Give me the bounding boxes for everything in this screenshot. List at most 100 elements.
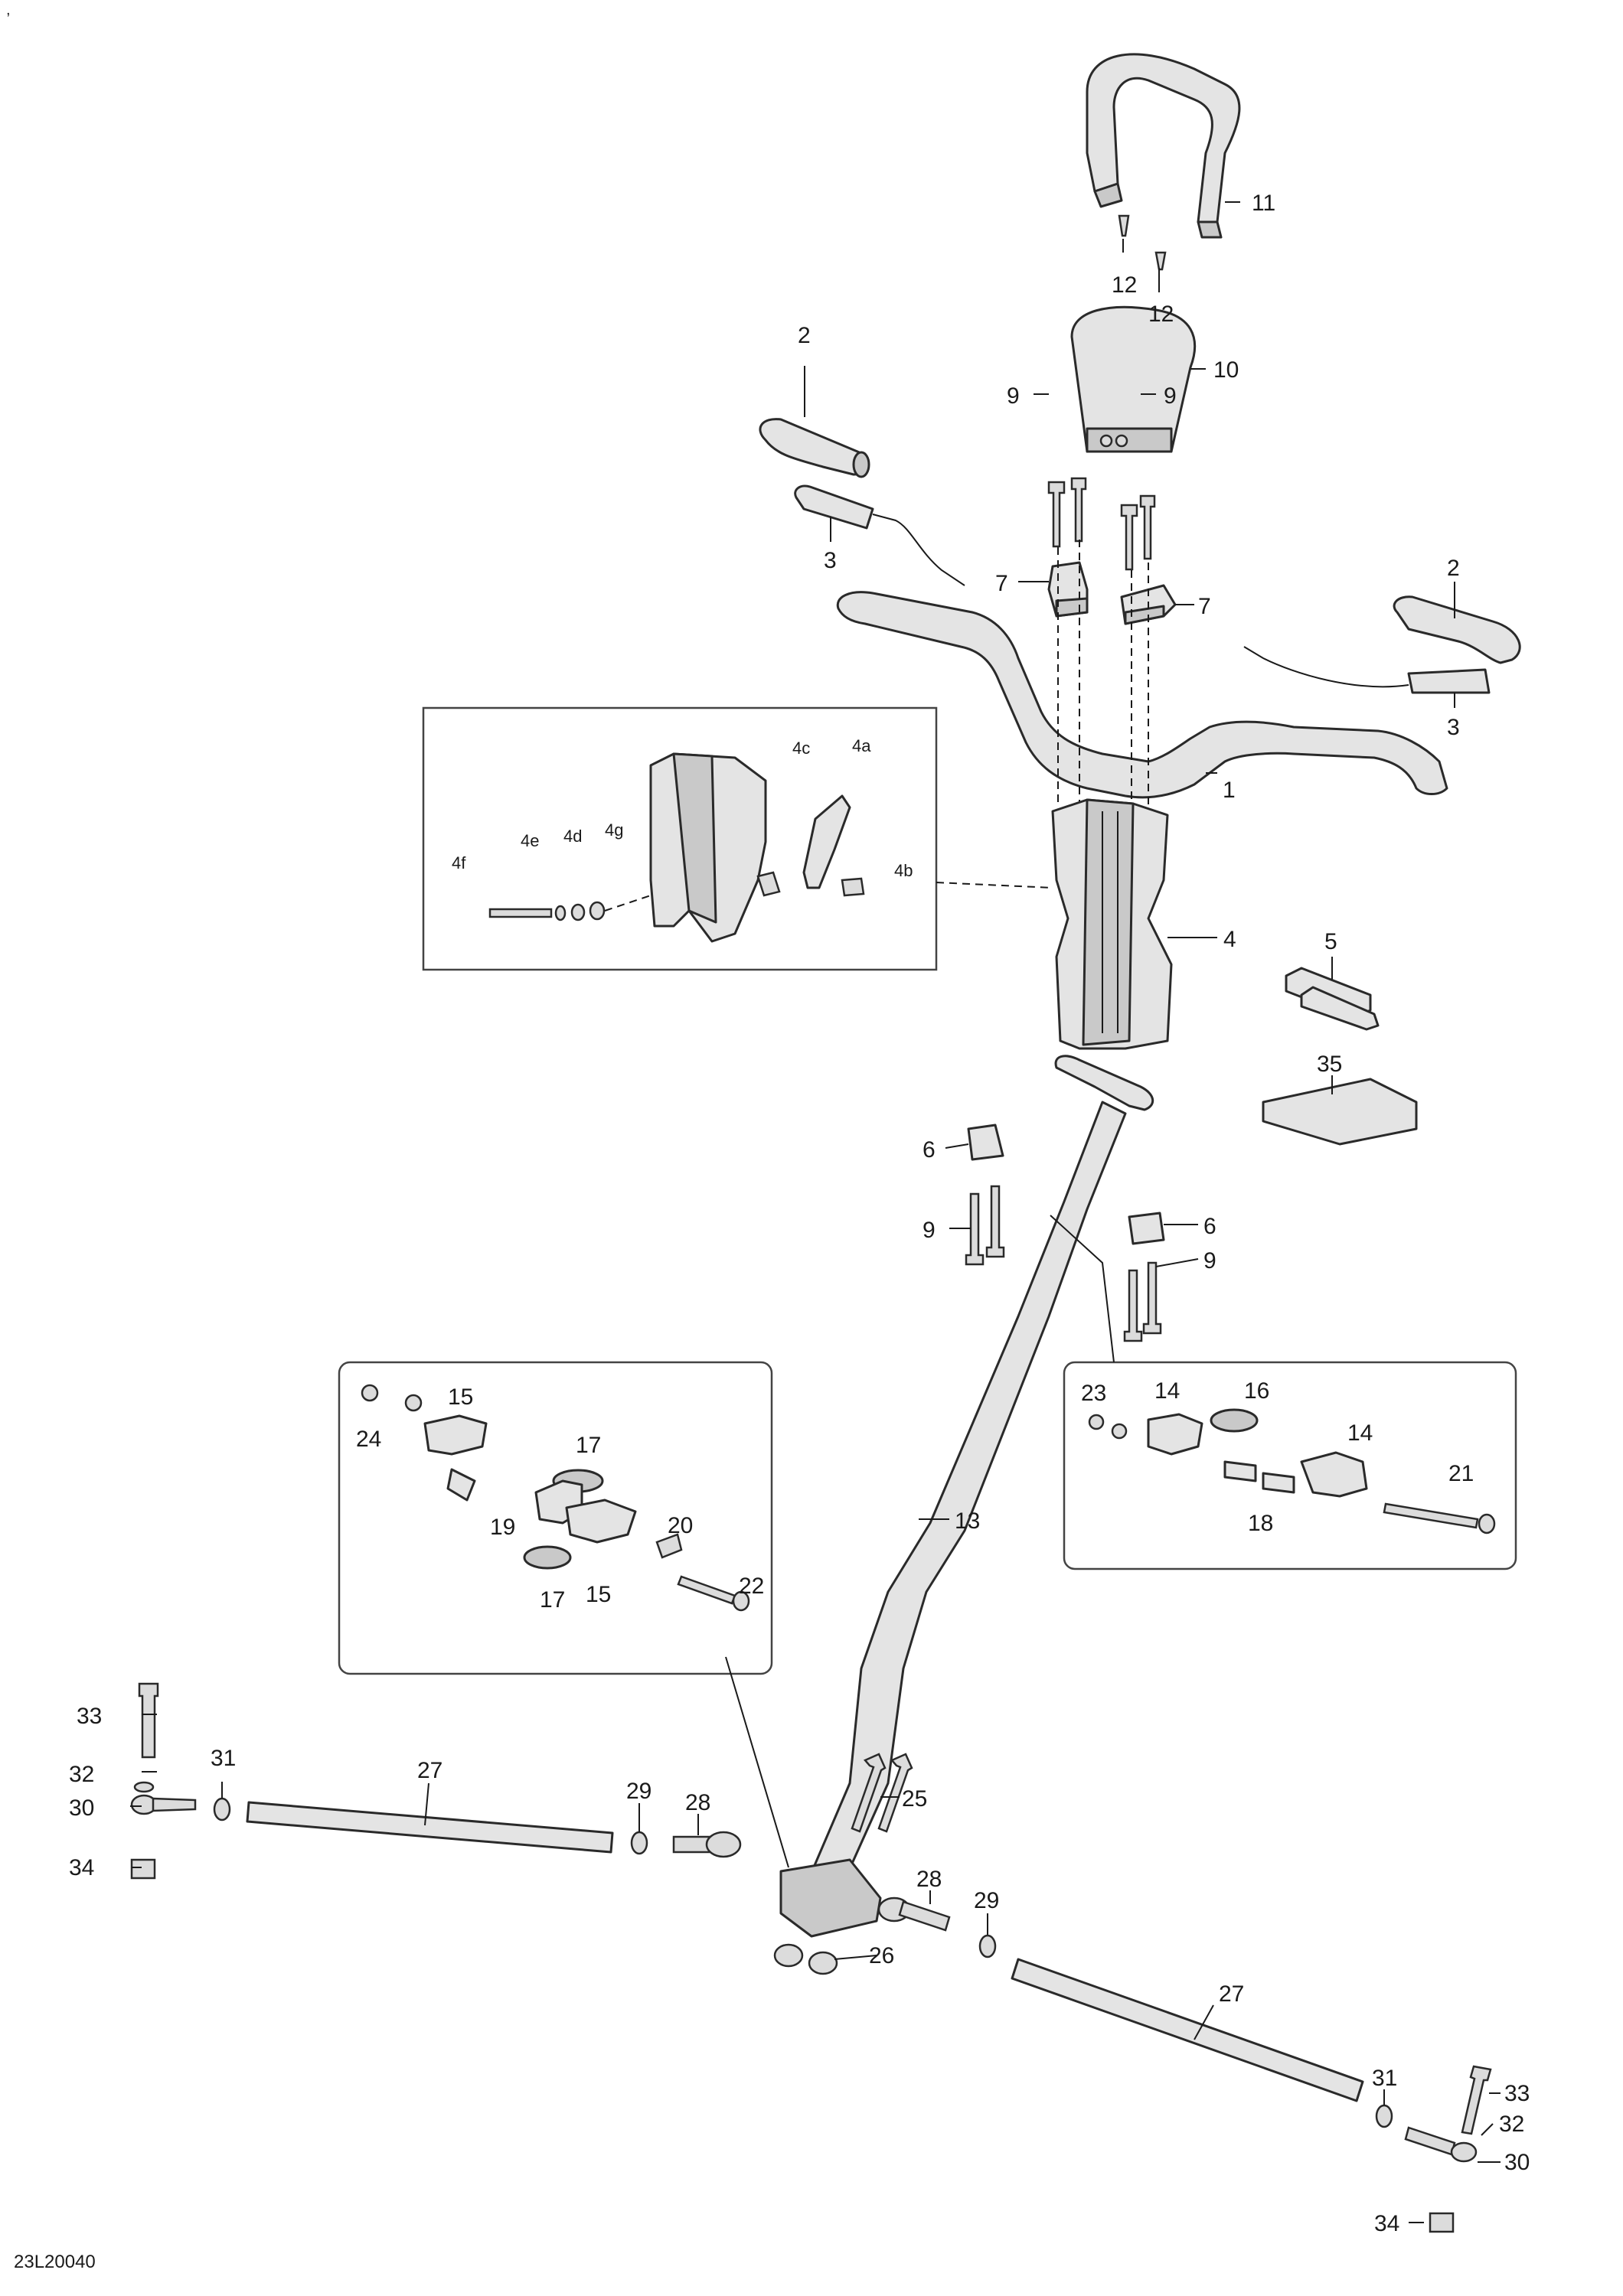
callout-4d: 4d [563,827,582,846]
callout-25: 25 [902,1786,927,1812]
callout-4f: 4f [452,853,466,872]
detail-box-4 [422,706,1053,971]
part-1-handlebar [836,591,1448,799]
callout-15-bottom: 15 [586,1582,611,1607]
leader-lines [130,201,1501,2223]
callout-12-left: 12 [1112,272,1137,298]
callout-7-right: 7 [1198,594,1211,619]
part-29-right-jam-nut [978,1934,997,1958]
part-25-bolts [851,1753,913,1833]
callout-35: 35 [1317,1052,1342,1077]
callout-15-top: 15 [448,1384,473,1410]
callout-5: 5 [1324,929,1337,954]
callout-4: 4 [1223,927,1236,952]
callout-31-left: 31 [211,1746,236,1771]
part-2-left-grip [759,418,870,478]
callout-2-right: 2 [1447,556,1460,581]
callout-24: 24 [356,1427,381,1452]
callout-14-left: 14 [1154,1378,1180,1404]
callout-1: 1 [1223,778,1236,803]
callout-21: 21 [1448,1461,1474,1486]
callout-14-right: 14 [1347,1420,1373,1446]
part-3-left-throttle [794,484,965,586]
callout-4e: 4e [521,831,539,850]
part-12-screws [1118,214,1167,271]
part-5-clips [1285,967,1380,1031]
callout-9-upper-left: 9 [1007,383,1020,409]
part-7-upper-clamp-left [1047,561,1089,618]
callout-29-right: 29 [974,1888,999,1913]
callout-9-upper-right: 9 [1164,383,1177,409]
callout-30-right: 30 [1504,2150,1530,2175]
part-9-upper-bolts [1047,477,1156,571]
callout-6-left: 6 [923,1137,936,1163]
part-28-left-inner-end [672,1831,742,1858]
callout-22: 22 [739,1574,764,1599]
part-3-right-throttle [1243,646,1491,694]
part-28-right-inner-end [877,1896,951,1932]
part-35-plate [1262,1078,1418,1146]
callout-6-right: 6 [1203,1214,1216,1239]
callout-30-left: 30 [69,1795,94,1821]
part-34-right-nut [1429,2212,1455,2233]
callout-3-right: 3 [1447,715,1460,740]
part-31-right-jam-nut [1375,2104,1393,2128]
part-33-left-bolt [138,1682,159,1759]
callout-17-top: 17 [576,1433,601,1458]
part-9-lower-bolts [965,1185,1162,1342]
callout-23: 23 [1081,1381,1106,1406]
callout-2-left: 2 [798,323,811,348]
callout-17-bottom: 17 [540,1587,565,1613]
part-34-left-nut [130,1858,156,1880]
callout-32-left: 32 [69,1762,94,1787]
reference-code: 23L20040 [14,2252,96,2272]
callout-19: 19 [490,1515,515,1540]
part-33-right-bolt [1461,2065,1492,2135]
callout-3-left: 3 [824,548,837,573]
callout-28-left: 28 [685,1790,710,1815]
part-29-left-jam-nut [630,1831,648,1855]
part-26-nuts [773,1943,838,1975]
callout-4g: 4g [605,820,623,840]
callout-31-right: 31 [1372,2066,1397,2091]
callout-labels: 11 12 12 10 2 3 9 9 7 7 2 3 1 4 5 35 6 6… [69,191,1530,2236]
part-30-left-rod-end [130,1781,197,1815]
callout-34-right: 34 [1374,2211,1399,2236]
part-27-right-tie-rod [1011,1958,1364,2102]
callout-4b: 4b [894,861,913,880]
part-27-left-tie-rod [246,1801,614,1854]
part-31-left-jam-nut [213,1797,231,1821]
part-11-grab-handle [1086,53,1241,239]
callout-32-right: 32 [1499,2112,1524,2137]
callout-10: 10 [1213,357,1239,383]
corner-mark: , [6,2,11,18]
callout-27-right: 27 [1219,1981,1244,2007]
part-6-lower-clamps [967,1124,1165,1245]
callout-12-right: 12 [1148,302,1174,327]
callout-11: 11 [1252,191,1275,216]
detail-box-left [338,1361,773,1675]
callout-4c: 4c [792,739,810,758]
part-4-riser [1051,798,1173,1050]
callout-26: 26 [869,1943,894,1968]
callout-28-right: 28 [916,1867,942,1892]
callout-7-left: 7 [995,571,1008,596]
callout-9-lower-right: 9 [1203,1248,1216,1274]
callout-13: 13 [955,1508,980,1534]
callout-33-left: 33 [77,1704,102,1729]
callout-29-left: 29 [626,1779,651,1804]
part-2-right-grip [1393,595,1521,664]
callout-27-left: 27 [417,1758,442,1783]
callout-20: 20 [668,1513,693,1538]
callout-4a: 4a [852,736,871,755]
callout-18: 18 [1248,1511,1273,1536]
callout-33-right: 33 [1504,2081,1530,2106]
part-13-steering-column [779,1055,1154,1938]
part-10-handlebar-cover [1070,305,1197,453]
callout-34-left: 34 [69,1855,94,1880]
detail-box-right [1063,1361,1517,1570]
callout-9-lower-left: 9 [923,1218,936,1243]
part-30-right-rod-end [1404,2126,1478,2163]
callout-16: 16 [1244,1378,1269,1404]
